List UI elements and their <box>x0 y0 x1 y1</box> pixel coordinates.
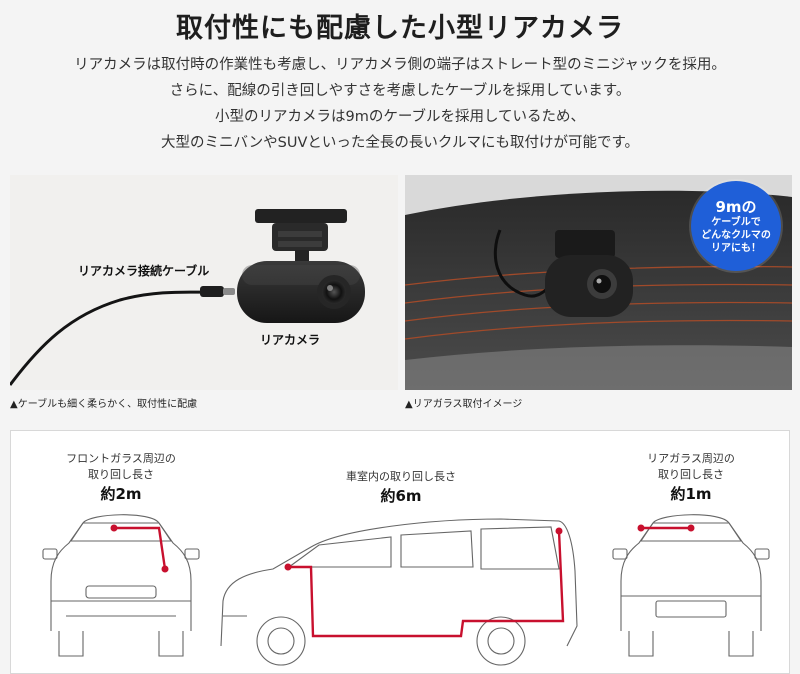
9m-cable-badge: 9mの ケーブルで どんなクルマの リアにも！ <box>691 181 781 271</box>
rear-routing-length: 約1m <box>670 485 712 503</box>
page-title: 取付性にも配慮した小型リアカメラ <box>176 13 624 44</box>
product-photo: リアカメラ接続ケーブル リアカメラ <box>10 175 398 390</box>
badge-line: リアにも！ <box>711 242 761 254</box>
left-photo-caption: ▲ケーブルも細く柔らかく、取付性に配慮 <box>10 399 198 410</box>
rear-routing-label: リアガラス周辺の 取り回し長さ 約1m <box>611 451 771 505</box>
badge-line: どんなクルマの <box>701 229 771 241</box>
front-routing-label: フロントガラス周辺の 取り回し長さ 約2m <box>41 451 201 505</box>
cabin-routing-label: 車室内の取り回し長さ 約6m <box>311 469 491 507</box>
front-routing-line2: 取り回し長さ <box>88 468 154 481</box>
rear-glass-photo: 9mの ケーブルで どんなクルマの リアにも！ <box>405 175 792 390</box>
label-connection-cable: リアカメラ接続ケーブル <box>78 264 210 278</box>
front-routing-length: 約2m <box>100 485 142 503</box>
badge-line: ケーブルで <box>711 216 761 228</box>
right-photo-caption: ▲リアガラス取付イメージ <box>405 399 523 410</box>
cabin-routing-line1: 車室内の取り回し長さ <box>346 470 456 483</box>
intro-line: 小型のリアカメラは9mのケーブルを採用しているため、 <box>214 109 586 125</box>
badge-line: 9mの <box>715 197 757 216</box>
intro-line: 大型のミニバンやSUVといった全長の長いクルマにも取付けが可能です。 <box>160 135 640 151</box>
intro-line: リアカメラは取付時の作業性も考慮し、リアカメラ側の端子はストレート型のミニジャッ… <box>74 57 726 73</box>
label-rear-camera: リアカメラ <box>260 333 321 347</box>
cable-routing-panel: フロントガラス周辺の 取り回し長さ 約2m 車室内の取り回し長さ 約6m リアガ… <box>10 430 790 674</box>
intro-text: リアカメラは取付時の作業性も考慮し、リアカメラ側の端子はストレート型のミニジャッ… <box>0 52 800 156</box>
rear-routing-line2: 取り回し長さ <box>658 468 724 481</box>
front-routing-line1: フロントガラス周辺の <box>66 452 176 465</box>
intro-line: さらに、配線の引き回しやすさを考慮したケーブルを採用しています。 <box>169 83 631 99</box>
routing-diagram <box>42 514 770 666</box>
camera-product-illustration <box>10 209 365 386</box>
rear-routing-line1: リアガラス周辺の <box>647 452 735 465</box>
cabin-routing-length: 約6m <box>380 487 422 505</box>
